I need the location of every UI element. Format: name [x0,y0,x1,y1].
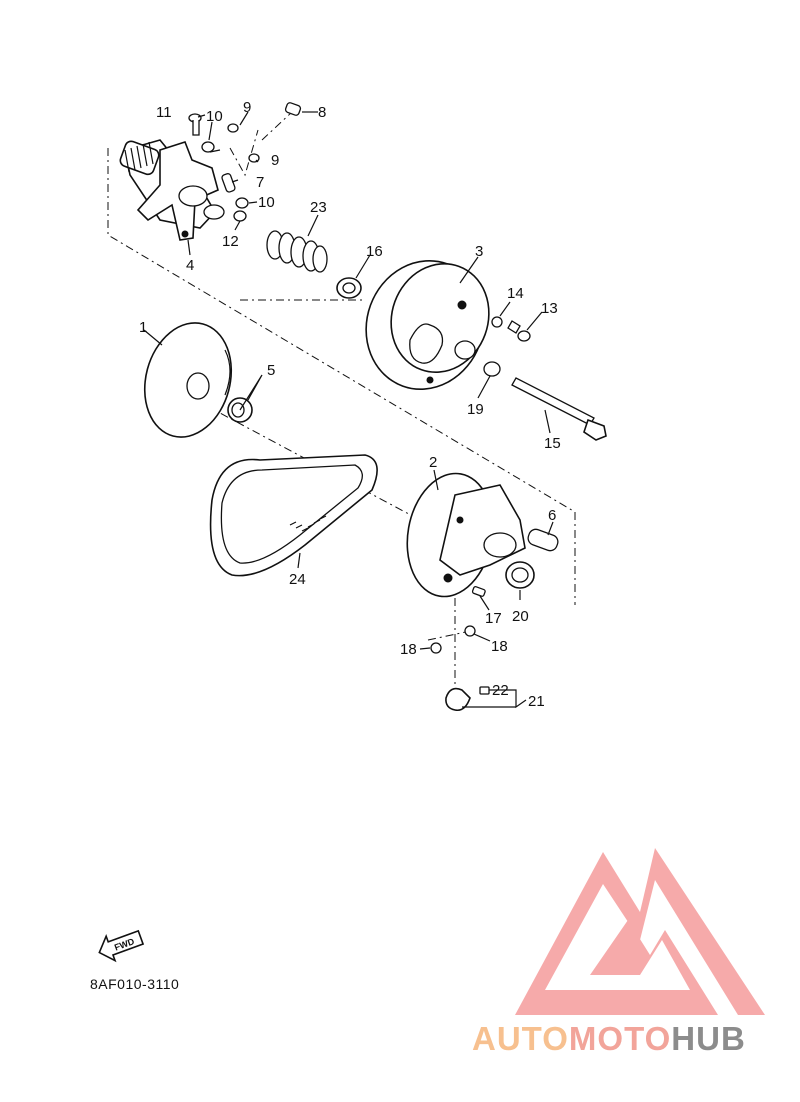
watermark-text: AUTOMOTOHUB [472,1020,746,1058]
callout-15: 15 [544,435,561,452]
callout-18b: 18 [491,638,508,655]
callout-7: 7 [256,174,264,191]
callouts: 1 2 3 4 5 6 7 8 9 9 10 10 11 12 13 14 15… [139,99,561,710]
callout-23: 23 [310,199,327,216]
callout-9b: 9 [271,152,279,169]
watermark-moto: MOTO [568,1020,672,1057]
callout-18a: 18 [400,641,417,658]
callout-11: 11 [156,104,172,121]
callout-16: 16 [366,243,383,260]
callout-20: 20 [512,608,529,625]
callout-3: 3 [475,243,483,260]
drive-belt [209,454,378,577]
primary-hardware [430,528,559,712]
watermark-hub: HUB [671,1020,746,1057]
callout-10a: 10 [206,108,223,125]
leader-lines [143,111,554,709]
callout-10b: 10 [258,194,275,211]
callout-1: 1 [139,319,147,336]
small-hardware-top [188,102,302,222]
fwd-arrow-icon: FWD [98,929,145,963]
callout-2: 2 [429,454,437,471]
watermark-auto: AUTO [472,1020,569,1057]
callout-4: 4 [186,257,194,274]
callout-12: 12 [222,233,239,250]
callout-6: 6 [548,507,556,524]
watermark-logo-icon [515,848,765,1015]
callout-17: 17 [485,610,502,627]
diagram-code: 8AF010-3110 [90,976,180,992]
callout-19: 19 [467,401,484,418]
callout-21: 21 [528,693,545,710]
spring [266,230,328,273]
primary-sheave [406,472,526,598]
fixed-sheave-shaft [119,139,225,241]
callout-14: 14 [507,285,524,302]
callout-9a: 9 [243,99,251,116]
callout-8: 8 [318,104,326,121]
bushing [336,277,362,299]
callout-24: 24 [289,571,306,588]
cam-cover [365,259,490,391]
callout-22: 22 [492,682,509,699]
callout-13: 13 [541,300,558,317]
callout-5: 5 [267,362,275,379]
cover-hardware [483,316,607,441]
sliding-sheave [143,322,233,438]
